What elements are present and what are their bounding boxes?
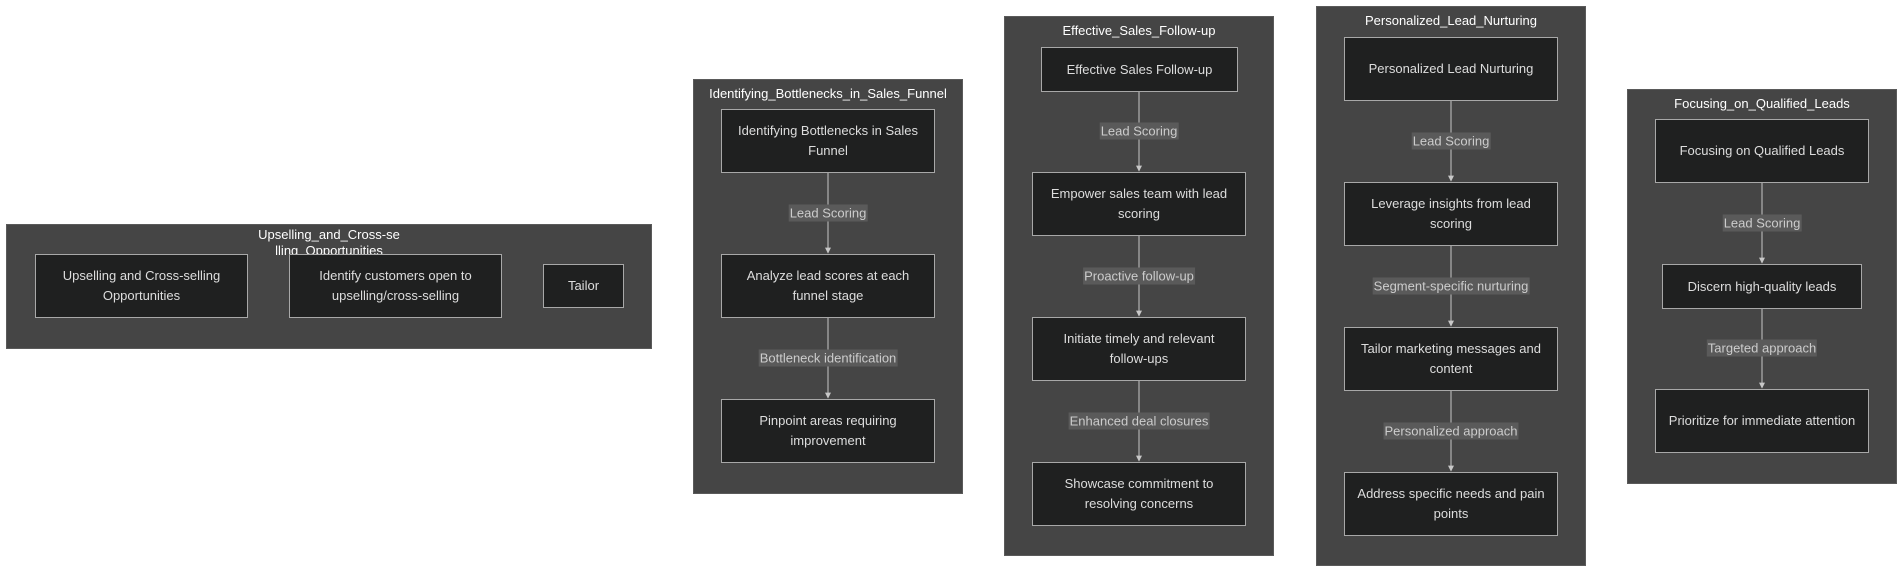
node-bottlenecks-root[interactable]: Identifying Bottlenecks in Sales Funnel — [721, 109, 935, 173]
node-analyze-lead-scores[interactable]: Analyze lead scores at each funnel stage — [721, 254, 935, 318]
node-followup-root[interactable]: Effective Sales Follow-up — [1041, 47, 1238, 92]
cluster-title: Personalized_Lead_Nurturing — [1364, 13, 1537, 28]
edge-label: Targeted approach — [1706, 339, 1818, 357]
edge-label: Lead Scoring — [788, 204, 868, 222]
edge-label: Personalized approach — [1383, 422, 1519, 440]
edge-label: Proactive follow-up — [1083, 267, 1195, 285]
node-leverage-insights[interactable]: Leverage insights from lead scoring — [1344, 182, 1558, 246]
cluster-title: Upselling_and_Cross-selling_Opportunitie… — [258, 227, 400, 257]
edge-label: Lead Scoring — [1099, 122, 1179, 140]
node-identify-customers[interactable]: Identify customers open to upselling/cro… — [289, 254, 502, 318]
edge-label: Enhanced deal closures — [1068, 412, 1210, 430]
edge-label: Bottleneck identification — [758, 349, 898, 367]
node-tailor-messages[interactable]: Tailor marketing messages and content — [1344, 327, 1558, 391]
node-showcase-commitment[interactable]: Showcase commitment to resolving concern… — [1032, 462, 1246, 526]
node-empower-sales-team[interactable]: Empower sales team with lead scoring — [1032, 172, 1246, 236]
cluster-title: Focusing_on_Qualified_Leads — [1674, 96, 1850, 111]
node-upselling-root[interactable]: Upselling and Cross-selling Opportunitie… — [35, 254, 248, 318]
node-nurturing-root[interactable]: Personalized Lead Nurturing — [1344, 37, 1558, 101]
node-tailor[interactable]: Tailor — [543, 264, 624, 308]
node-address-needs[interactable]: Address specific needs and pain points — [1344, 472, 1558, 536]
node-initiate-followups[interactable]: Initiate timely and relevant follow-ups — [1032, 317, 1246, 381]
node-discern-leads[interactable]: Discern high-quality leads — [1662, 264, 1862, 309]
cluster-title: Effective_Sales_Follow-up — [1062, 23, 1216, 38]
cluster-title: Identifying_Bottlenecks_in_Sales_Funnel — [709, 86, 947, 101]
edge-label: Lead Scoring — [1722, 214, 1802, 232]
edge-label: Lead Scoring — [1411, 132, 1491, 150]
node-qualified-root[interactable]: Focusing on Qualified Leads — [1655, 119, 1869, 183]
node-prioritize[interactable]: Prioritize for immediate attention — [1655, 389, 1869, 453]
node-pinpoint-areas[interactable]: Pinpoint areas requiring improvement — [721, 399, 935, 463]
edge-label: Segment-specific nurturing — [1372, 277, 1530, 295]
